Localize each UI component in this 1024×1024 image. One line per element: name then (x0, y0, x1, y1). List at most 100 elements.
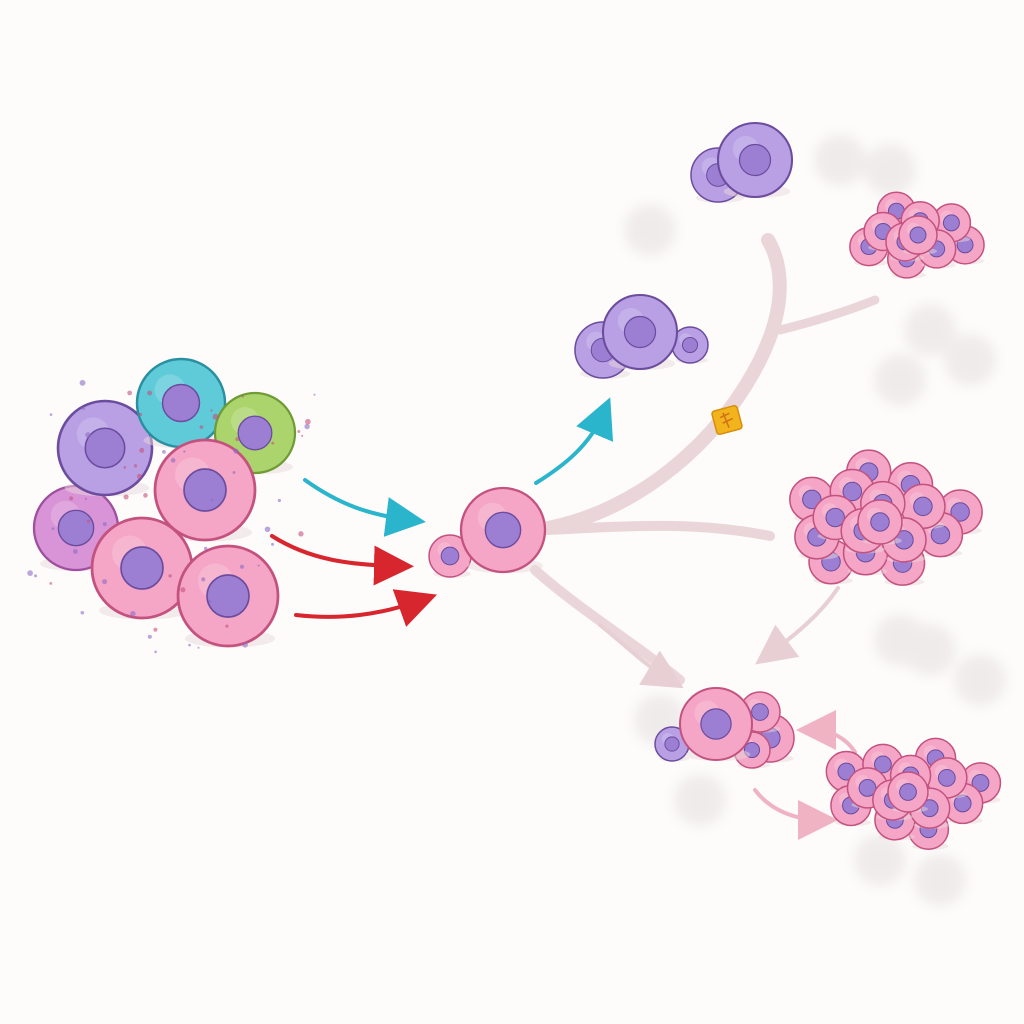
pink-cell (830, 784, 872, 827)
nucleus (937, 768, 956, 787)
purple-cell-cluster-mid (574, 293, 709, 379)
pink-arrow-forward (753, 788, 838, 840)
debris-speck (139, 447, 145, 453)
nucleus (440, 546, 460, 566)
faded-cell (904, 304, 956, 356)
debris-speck (127, 390, 132, 396)
debris-speck (241, 395, 244, 398)
debris-speck (212, 413, 219, 420)
faded-cell (814, 134, 866, 186)
faded-cell (864, 144, 916, 196)
cyan-arrow-1 (303, 478, 426, 537)
red-arrow-2 (294, 589, 438, 627)
nucleus (681, 336, 699, 354)
debris-speck (235, 437, 240, 442)
debris-speck (239, 564, 245, 569)
debris-speck (305, 418, 311, 425)
debris-speck (123, 494, 129, 500)
purple-cell (671, 326, 709, 364)
cyan-arrow-2 (534, 397, 614, 485)
faded-cell (914, 854, 966, 906)
debris-speck (271, 441, 275, 445)
nucleus (700, 708, 732, 740)
debris-speck (313, 393, 316, 396)
nucleus (57, 509, 95, 547)
debris-speck (199, 425, 204, 429)
debris-speck (168, 574, 172, 578)
purple-cell (716, 121, 794, 199)
debris-speck (153, 627, 158, 632)
debris-speck (139, 412, 143, 417)
branch-side (775, 295, 880, 335)
nucleus (870, 512, 890, 532)
nucleus (751, 703, 769, 721)
faded-cell (674, 774, 726, 826)
debris-speck (225, 624, 229, 628)
nucleus (161, 383, 201, 423)
faded-cell (854, 834, 906, 886)
debris-speck (51, 527, 55, 530)
nucleus (899, 783, 917, 801)
nucleus (913, 496, 933, 517)
debris-speck (232, 471, 236, 474)
debris-speck (210, 409, 213, 412)
pink-cell (176, 544, 280, 648)
debris-speck (85, 432, 91, 438)
pink-arrow-back (796, 710, 857, 754)
debris-speck (79, 379, 86, 386)
red-arrow-1 (270, 534, 414, 586)
debris-speck (208, 599, 212, 603)
nucleus (237, 415, 273, 451)
progenitor-cell (428, 486, 547, 578)
debris-speck (84, 497, 88, 500)
debris-speck (33, 574, 38, 578)
branch-down (530, 565, 685, 685)
branch-right (543, 520, 775, 541)
debris-speck (301, 434, 304, 437)
lineage-branches (530, 233, 880, 685)
debris-speck (136, 473, 142, 479)
pink-cell (679, 687, 753, 762)
debris-speck (242, 642, 248, 648)
nucleus (942, 214, 960, 232)
debris-speck (304, 423, 310, 430)
debris-speck (271, 542, 275, 546)
debris-speck (257, 564, 260, 567)
source-cell-cluster (32, 357, 297, 648)
nucleus (842, 481, 863, 502)
nucleus (802, 489, 822, 510)
pink-cell (459, 486, 547, 574)
nucleus (971, 774, 990, 792)
debris-speck (183, 450, 186, 453)
debris-speck (80, 610, 85, 615)
debris-speck (277, 498, 281, 503)
pink-colony-top-right (849, 191, 985, 279)
branch-upper (541, 233, 787, 535)
debris-speck (69, 496, 74, 501)
faded-cell (944, 334, 996, 386)
pale-arrow-down (598, 623, 684, 689)
debris-speck (210, 498, 214, 502)
pink-cell (153, 438, 257, 542)
debris-speck (143, 493, 148, 498)
debris-speck (197, 646, 200, 649)
cells (27, 121, 1002, 850)
debris-speck (162, 450, 166, 454)
purple-cell (56, 399, 154, 497)
debris-speck (188, 643, 191, 647)
debris-speck (27, 570, 33, 576)
nucleus (183, 468, 227, 512)
yellow-tag-icon (711, 404, 743, 436)
nucleus (738, 143, 772, 177)
nucleus (484, 511, 522, 549)
debris-speck (102, 579, 108, 585)
debris-speck (298, 531, 304, 537)
debris-speck (203, 546, 208, 551)
debris-speck (147, 634, 152, 639)
debris-speck (72, 548, 78, 554)
debris-speck (86, 519, 91, 523)
nucleus (623, 315, 657, 349)
nucleus (206, 574, 250, 618)
debris-speck (180, 587, 186, 593)
